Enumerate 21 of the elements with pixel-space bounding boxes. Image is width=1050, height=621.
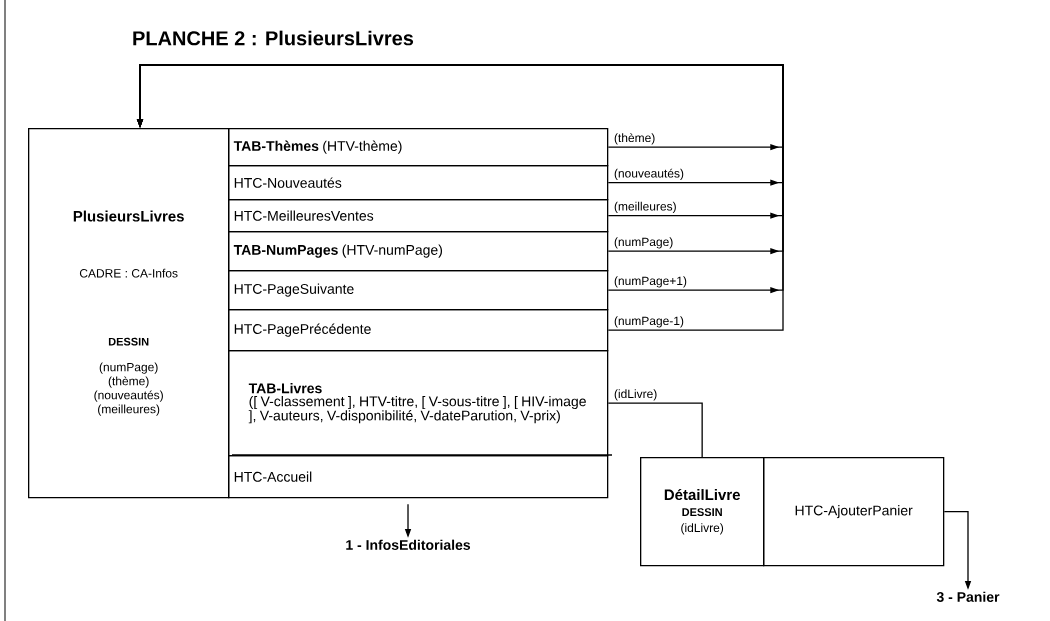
page-link-label: 1 - InfosEditoriales: [346, 539, 471, 550]
element-box: TAB-NumPages (HTV-numPage): [228, 231, 609, 272]
element-box: HTC-MeilleuresVentes: [228, 199, 609, 233]
element-box: TAB-Thèmes (HTV-thème): [228, 128, 609, 167]
edge-label: (idLivre): [614, 389, 657, 401]
element-box: HTC-Accueil: [228, 455, 609, 499]
edge-label: (thème): [614, 133, 655, 145]
edge-label: (numPage+1): [614, 276, 687, 288]
element-box: HTC-Nouveautés: [228, 165, 609, 201]
page-link-label: 3 - Panier: [936, 591, 1000, 602]
table-box: TAB-Livres ([ V-classement ], HTV-titre, [ V-sous-titre ], [ HIV-image ], V-auteurs, V-disponibilité, V-dateParution, V-prix): [228, 350, 609, 457]
element-box: HTC-PagePrécédente: [228, 309, 609, 352]
edge-label: (meilleures): [614, 201, 676, 213]
edge-label: (numPage-1): [614, 316, 684, 328]
diagram-title: PLANCHE 2 : PlusieursLivres: [133, 30, 414, 46]
page-box: DétailLivre DESSIN (idLivre): [640, 457, 765, 567]
page-box: PlusieursLivres CADRE : CA-Infos DESSIN (numPage) (thème) (nouveautés) (meilleures): [28, 128, 230, 499]
element-box: HTC-AjouterPanier: [763, 457, 945, 567]
element-box: HTC-PageSuivante: [228, 270, 609, 311]
edge-label: (numPage): [614, 237, 673, 249]
edge-label: (nouveautés): [614, 168, 684, 180]
